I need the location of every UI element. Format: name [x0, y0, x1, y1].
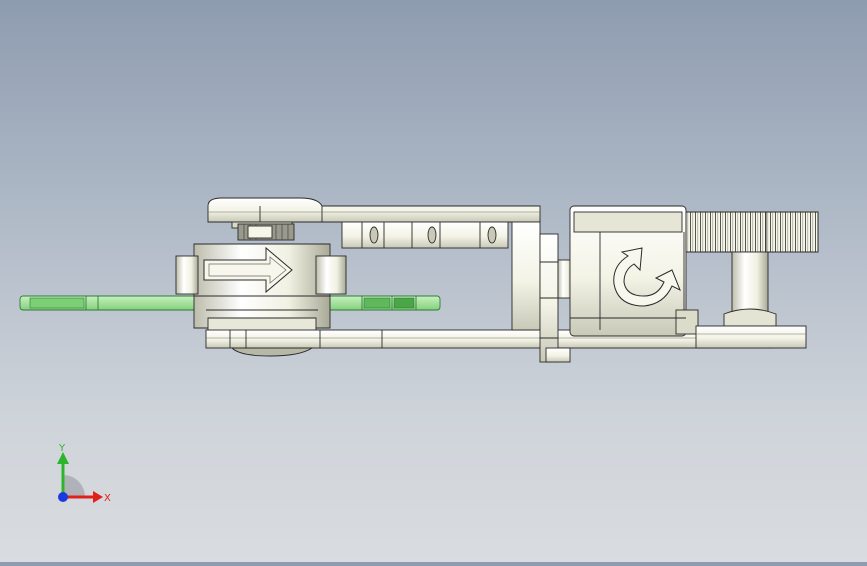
z-axis-dot-icon	[58, 492, 68, 502]
y-axis-label: Y	[58, 443, 66, 454]
bearing-stack	[237, 223, 295, 241]
vertical-bracket	[511, 221, 573, 363]
gear-shaft	[695, 251, 807, 349]
triad-plane	[63, 475, 85, 497]
x-axis-label: X	[104, 493, 111, 504]
gearbox-housing	[569, 205, 699, 337]
x-axis-arrow-icon	[93, 491, 103, 503]
center-linkage	[341, 221, 509, 249]
rotate-arrow-icon	[613, 247, 681, 307]
translate-arrow-icon	[203, 246, 293, 294]
coordinate-triad: Y X	[40, 440, 120, 510]
left-motor-hub	[175, 243, 347, 335]
spur-gear	[685, 211, 819, 253]
y-axis-arrow-icon	[57, 452, 69, 464]
